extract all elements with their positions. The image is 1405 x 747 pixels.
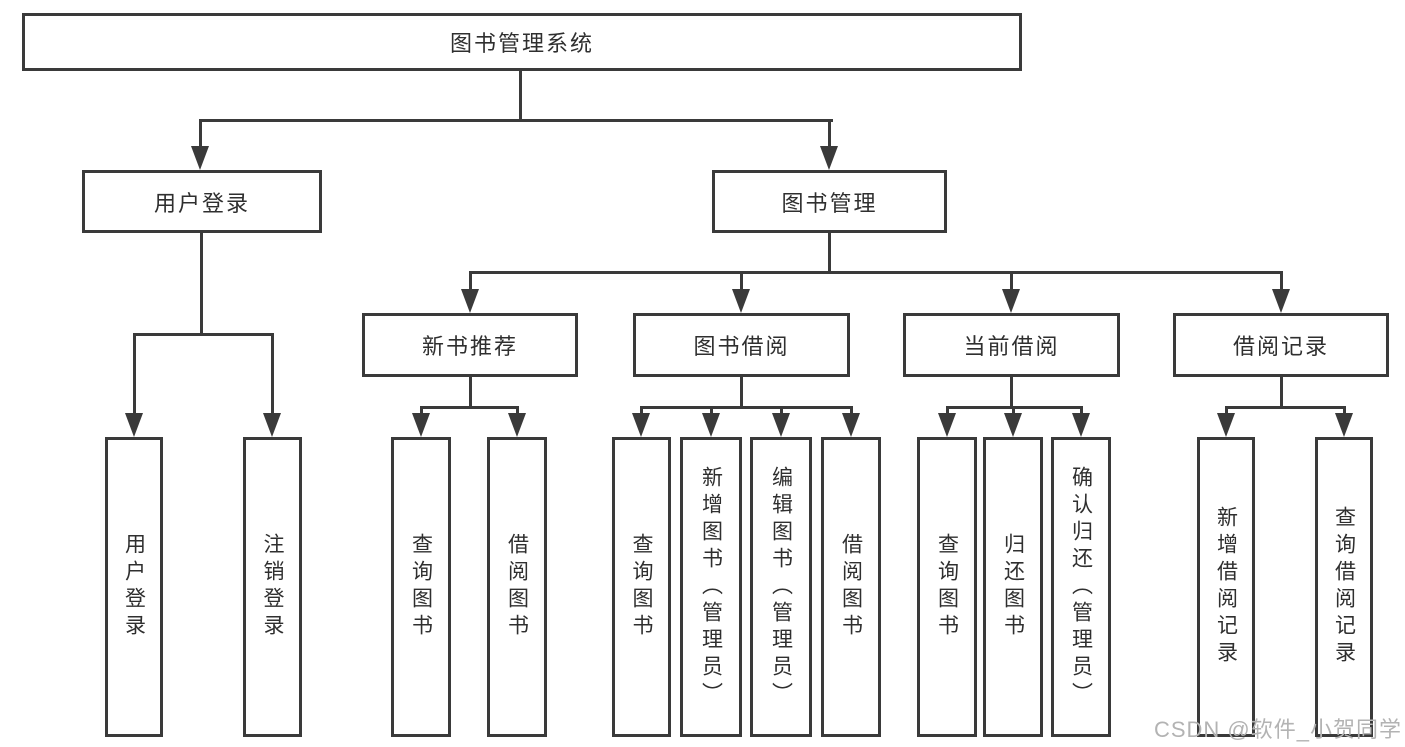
arrowhead-to-cb-query xyxy=(938,413,956,437)
connector-root-stub xyxy=(519,70,522,121)
leaf-current-query: 查询图书 xyxy=(917,437,977,737)
node-current-borrow-label: 当前借阅 xyxy=(963,334,1060,359)
arrowhead-to-book-management xyxy=(820,146,838,170)
node-book-borrow: 图书借阅 xyxy=(633,313,850,377)
connector-current-borrow-stub xyxy=(1010,377,1013,408)
node-current-borrow: 当前借阅 xyxy=(903,313,1120,377)
connector-arrow-stem xyxy=(828,119,831,149)
node-borrow-record-label: 借阅记录 xyxy=(1232,334,1329,359)
connector-arrow-stem xyxy=(946,406,949,417)
node-user-login-label: 用户登录 xyxy=(153,190,250,216)
connector-user-login-horizontal xyxy=(133,333,274,336)
arrowhead-to-cb-confirm xyxy=(1072,413,1090,437)
connector-book-borrow-horizontal xyxy=(640,406,852,409)
connector-arrow-stem xyxy=(780,406,783,417)
csdn-watermark: CSDN @软件_小贺同学 xyxy=(1153,717,1402,742)
connector-borrow-record-horizontal xyxy=(1225,406,1346,409)
leaf-newbook-query: 查询图书 xyxy=(391,437,451,737)
arrowhead-to-bb-borrow xyxy=(842,413,860,437)
arrowhead-to-bb-edit xyxy=(772,413,790,437)
connector-user-login-stub xyxy=(200,233,203,336)
connector-l3-horizontal xyxy=(469,271,1283,274)
connector-borrow-record-stub xyxy=(1280,377,1283,408)
leaf-current-return: 归还图书 xyxy=(983,437,1043,737)
leaf-record-add: 新增借阅记录 xyxy=(1197,437,1255,737)
leaf-current-confirm: 确认归还（管理员） xyxy=(1051,437,1111,737)
connector-book-management-stub xyxy=(828,233,831,273)
connector-new-book-horizontal xyxy=(420,406,518,409)
node-book-management: 图书管理 xyxy=(712,170,947,233)
arrowhead-to-bb-add xyxy=(702,413,720,437)
connector-arrow-stem xyxy=(469,271,472,291)
leaf-newbook-borrow: 借阅图书 xyxy=(487,437,547,737)
leaf-bookborrow-edit: 编辑图书（管理员） xyxy=(750,437,812,737)
arrowhead-to-nb-borrow xyxy=(508,413,526,437)
connector-arrow-stem xyxy=(1225,406,1228,417)
arrowhead-to-br-add xyxy=(1217,413,1235,437)
leaf-current-confirm-label: 确认归还（管理员） xyxy=(1069,465,1093,709)
arrowhead-to-leaf-user-login xyxy=(125,413,143,437)
connector-arrow-stem xyxy=(1080,406,1083,417)
connector-arrow-stem xyxy=(271,333,274,413)
leaf-logout: 注销登录 xyxy=(243,437,302,737)
leaf-current-return-label: 归还图书 xyxy=(1001,533,1025,641)
node-user-login: 用户登录 xyxy=(82,170,322,233)
leaf-bookborrow-edit-label: 编辑图书（管理员） xyxy=(769,465,793,709)
leaf-record-query-label: 查询借阅记录 xyxy=(1332,506,1356,668)
leaf-record-add-label: 新增借阅记录 xyxy=(1214,506,1238,668)
connector-arrow-stem xyxy=(850,406,853,417)
arrowhead-to-current-borrow xyxy=(1002,289,1020,313)
connector-arrow-stem xyxy=(1010,271,1013,291)
leaf-bookborrow-query-label: 查询图书 xyxy=(630,533,653,641)
connector-arrow-stem xyxy=(133,333,136,413)
leaf-record-query: 查询借阅记录 xyxy=(1315,437,1373,737)
leaf-newbook-query-label: 查询图书 xyxy=(409,533,433,641)
leaf-bookborrow-borrow-label: 借阅图书 xyxy=(839,533,863,641)
connector-book-borrow-stub xyxy=(740,377,743,408)
arrowhead-to-new-book xyxy=(461,289,479,313)
connector-arrow-stem xyxy=(710,406,713,417)
node-new-book-recommend: 新书推荐 xyxy=(362,313,578,377)
node-new-book-label: 新书推荐 xyxy=(421,334,518,359)
leaf-bookborrow-query: 查询图书 xyxy=(612,437,671,737)
leaf-logout-label: 注销登录 xyxy=(261,533,284,641)
arrowhead-to-borrow-record xyxy=(1272,289,1290,313)
node-book-borrow-label: 图书借阅 xyxy=(693,334,790,359)
leaf-current-query-label: 查询图书 xyxy=(935,533,959,641)
leaf-bookborrow-add: 新增图书（管理员） xyxy=(680,437,742,737)
connector-arrow-stem xyxy=(740,271,743,291)
connector-new-book-stub xyxy=(469,377,472,408)
leaf-user-login-label: 用户登录 xyxy=(122,533,146,641)
arrowhead-to-cb-return xyxy=(1004,413,1022,437)
node-book-management-label: 图书管理 xyxy=(781,190,878,216)
leaf-bookborrow-borrow: 借阅图书 xyxy=(821,437,881,737)
connector-arrow-stem xyxy=(1280,271,1283,291)
connector-arrow-stem xyxy=(420,406,423,417)
node-borrow-record: 借阅记录 xyxy=(1173,313,1389,377)
arrowhead-to-user-login xyxy=(191,146,209,170)
arrowhead-to-br-query xyxy=(1335,413,1353,437)
arrowhead-to-bb-query xyxy=(632,413,650,437)
connector-arrow-stem xyxy=(1343,406,1346,417)
leaf-user-login: 用户登录 xyxy=(105,437,163,737)
connector-l1-horizontal xyxy=(199,119,833,122)
arrowhead-to-book-borrow xyxy=(732,289,750,313)
node-root-label: 图书管理系统 xyxy=(449,31,594,56)
connector-arrow-stem xyxy=(1012,406,1015,417)
connector-arrow-stem xyxy=(199,119,202,149)
leaf-bookborrow-add-label: 新增图书（管理员） xyxy=(699,465,723,709)
node-root: 图书管理系统 xyxy=(22,13,1022,71)
arrowhead-to-leaf-logout xyxy=(263,413,281,437)
connector-arrow-stem xyxy=(640,406,643,417)
leaf-newbook-borrow-label: 借阅图书 xyxy=(505,533,529,641)
arrowhead-to-nb-query xyxy=(412,413,430,437)
connector-arrow-stem xyxy=(516,406,519,417)
